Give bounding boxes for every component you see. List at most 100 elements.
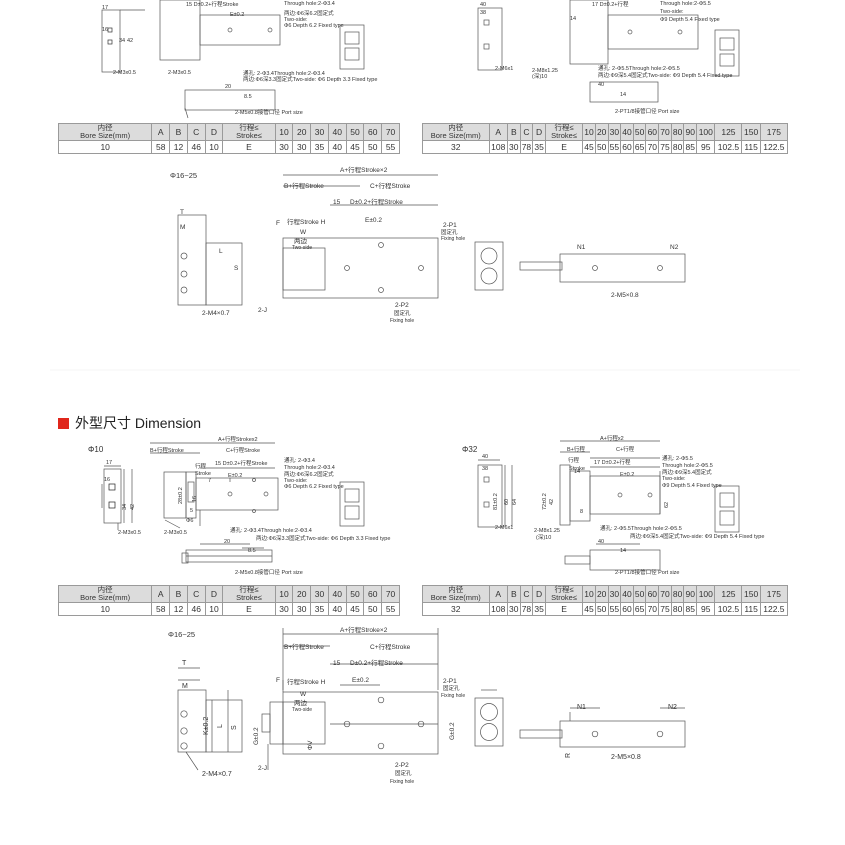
top-depth-fixed: Φ6 Depth 6.2 Fixed type bbox=[284, 23, 344, 29]
table-header-cell: 175 bbox=[759, 585, 789, 603]
top32-d40: 40 bbox=[598, 82, 604, 88]
phi32-d42: 42 bbox=[549, 499, 555, 505]
label-phi16-25: Φ16~25 bbox=[168, 630, 195, 639]
table-cell: 58 bbox=[151, 602, 171, 616]
top16-n2: N2 bbox=[670, 244, 679, 251]
phi16-k: K±0.2 bbox=[203, 717, 210, 735]
table-cell: 55 bbox=[607, 140, 622, 154]
top16-l: L bbox=[219, 248, 223, 255]
table-header-cell: C bbox=[519, 123, 534, 141]
phi32-bottom-through: 通孔: 2-Φ5.5Through hole:2-Φ5.5 bbox=[600, 524, 682, 532]
phi32-d40: 40 bbox=[598, 539, 604, 545]
phi10-bottom-through: 通孔: 2-Φ3.4Through hole:2-Φ3.4 bbox=[230, 526, 312, 534]
table-cell: 30 bbox=[274, 140, 294, 154]
phi32-d81: 81±0.2 bbox=[493, 493, 499, 510]
top32-m8: 2-M8x1.25 bbox=[532, 68, 558, 74]
table-header-cell: 90 bbox=[683, 123, 698, 141]
phi32-b: B+行程 bbox=[567, 445, 585, 453]
table-header-cell: 70 bbox=[658, 123, 672, 141]
table-header-cell: 30 bbox=[607, 585, 622, 603]
top32-port: 2-PT1/8接管口径 Port size bbox=[615, 107, 680, 115]
top-duplicate-phi32 bbox=[477, 0, 740, 103]
phi10-d16b: 16 bbox=[192, 496, 198, 502]
phi10-through: 通孔: 2-Φ3.4 bbox=[284, 456, 315, 464]
table-header-cell: 10 bbox=[582, 585, 596, 603]
phi16-two-side-cn: 两边 bbox=[294, 699, 308, 707]
top16-t: T bbox=[180, 209, 184, 216]
table-header-cell: 50 bbox=[345, 123, 365, 141]
table-cell: 10 bbox=[57, 602, 153, 616]
phi16-p1-cn: 固定孔 bbox=[443, 684, 460, 692]
table-header-cell: 50 bbox=[632, 123, 647, 141]
phi16-e: E±0.2 bbox=[352, 677, 369, 684]
table-cell: 35 bbox=[532, 140, 546, 154]
table-header-cell: 50 bbox=[345, 585, 365, 603]
phi16-g: G±0.2 bbox=[253, 727, 260, 745]
phi10-d8-5: 8.5 bbox=[248, 548, 256, 554]
top16-m5: 2-M5×0.8 bbox=[611, 292, 639, 299]
phi32-m6: 2-M6x1 bbox=[495, 525, 513, 531]
phi32-m8-deep: (深)10 bbox=[536, 533, 551, 541]
table-cell: 45 bbox=[345, 602, 365, 616]
phi16-head-view bbox=[474, 689, 504, 747]
phi16-m4: 2-M4×0.7 bbox=[202, 771, 232, 778]
table-header-cell: C bbox=[186, 123, 206, 141]
table-cell: 50 bbox=[363, 140, 383, 154]
phi32-two-side-fixed: 两边:Φ9深5.4固定式 bbox=[662, 468, 712, 476]
phi10-7: 7 bbox=[208, 478, 211, 484]
phi32-d38: 38 bbox=[482, 466, 488, 472]
table-cell: 50 bbox=[363, 602, 383, 616]
section-title-text: 外型尺寸 Dimension bbox=[75, 415, 202, 431]
table-cell: 46 bbox=[186, 602, 206, 616]
phi10-b: B+行程Stroke bbox=[150, 446, 184, 454]
phi32-two-side-en: Two-side: bbox=[662, 476, 686, 482]
top16-two-side-en: Two-side bbox=[292, 245, 312, 251]
top-e: E±0.2 bbox=[230, 12, 244, 18]
top16-p1-cn: 固定孔 bbox=[441, 228, 458, 236]
table-header-cell: 40 bbox=[620, 123, 634, 141]
phi32-d72: 72±0.2 bbox=[542, 493, 548, 510]
table-header-cell: 行程≤Stroke≤ bbox=[544, 585, 584, 603]
table-cell: 70 bbox=[645, 602, 660, 616]
phi16-m5: 2-M5×0.8 bbox=[611, 754, 641, 761]
phi10-d28: 28±0.2 bbox=[178, 487, 184, 504]
phi10-end-view bbox=[101, 465, 133, 530]
table-header-cell: 125 bbox=[714, 123, 743, 141]
table-cell: 78 bbox=[519, 140, 534, 154]
phi16-p2: 2-P2 bbox=[395, 762, 409, 769]
table-header-cell: C bbox=[519, 585, 534, 603]
top-dim-42: 42 bbox=[127, 38, 133, 44]
phi16-b: B+行程Stroke bbox=[284, 642, 324, 651]
table-header-cell: 20 bbox=[594, 585, 609, 603]
table-cell: 46 bbox=[186, 140, 206, 154]
top-m3b: 2-M3x0.5 bbox=[168, 70, 191, 76]
top16-m: M bbox=[180, 224, 185, 231]
table-cell: 70 bbox=[645, 140, 660, 154]
top16-e: E±0.2 bbox=[365, 217, 382, 224]
top32-dim-40: 40 bbox=[480, 2, 486, 8]
top16-stroke-h: 行程Stroke H bbox=[287, 217, 326, 226]
top-label-phi16-25: Φ16~25 bbox=[170, 171, 197, 180]
top16-p1-en: Fixing hole bbox=[441, 236, 465, 242]
top-duplicate-phi16-25 bbox=[177, 174, 686, 306]
table-header-cell: 60 bbox=[645, 585, 660, 603]
top32-d14b: 14 bbox=[620, 92, 626, 98]
top16-m4: 2-M4×0.7 bbox=[202, 310, 230, 317]
table-header-cell: 70 bbox=[658, 585, 672, 603]
phi16-phi-v: ΦV bbox=[307, 740, 314, 750]
table-cell: 80 bbox=[670, 602, 685, 616]
phi10-port: 2-M5x0.8接管口径 Port size bbox=[235, 568, 303, 576]
table-header-cell: C bbox=[186, 585, 206, 603]
phi32-stroke-word: 行程 bbox=[568, 456, 580, 464]
table-cell: E bbox=[544, 140, 584, 154]
table-cell: 40 bbox=[327, 602, 347, 616]
top16-j: 2-J bbox=[258, 307, 267, 314]
